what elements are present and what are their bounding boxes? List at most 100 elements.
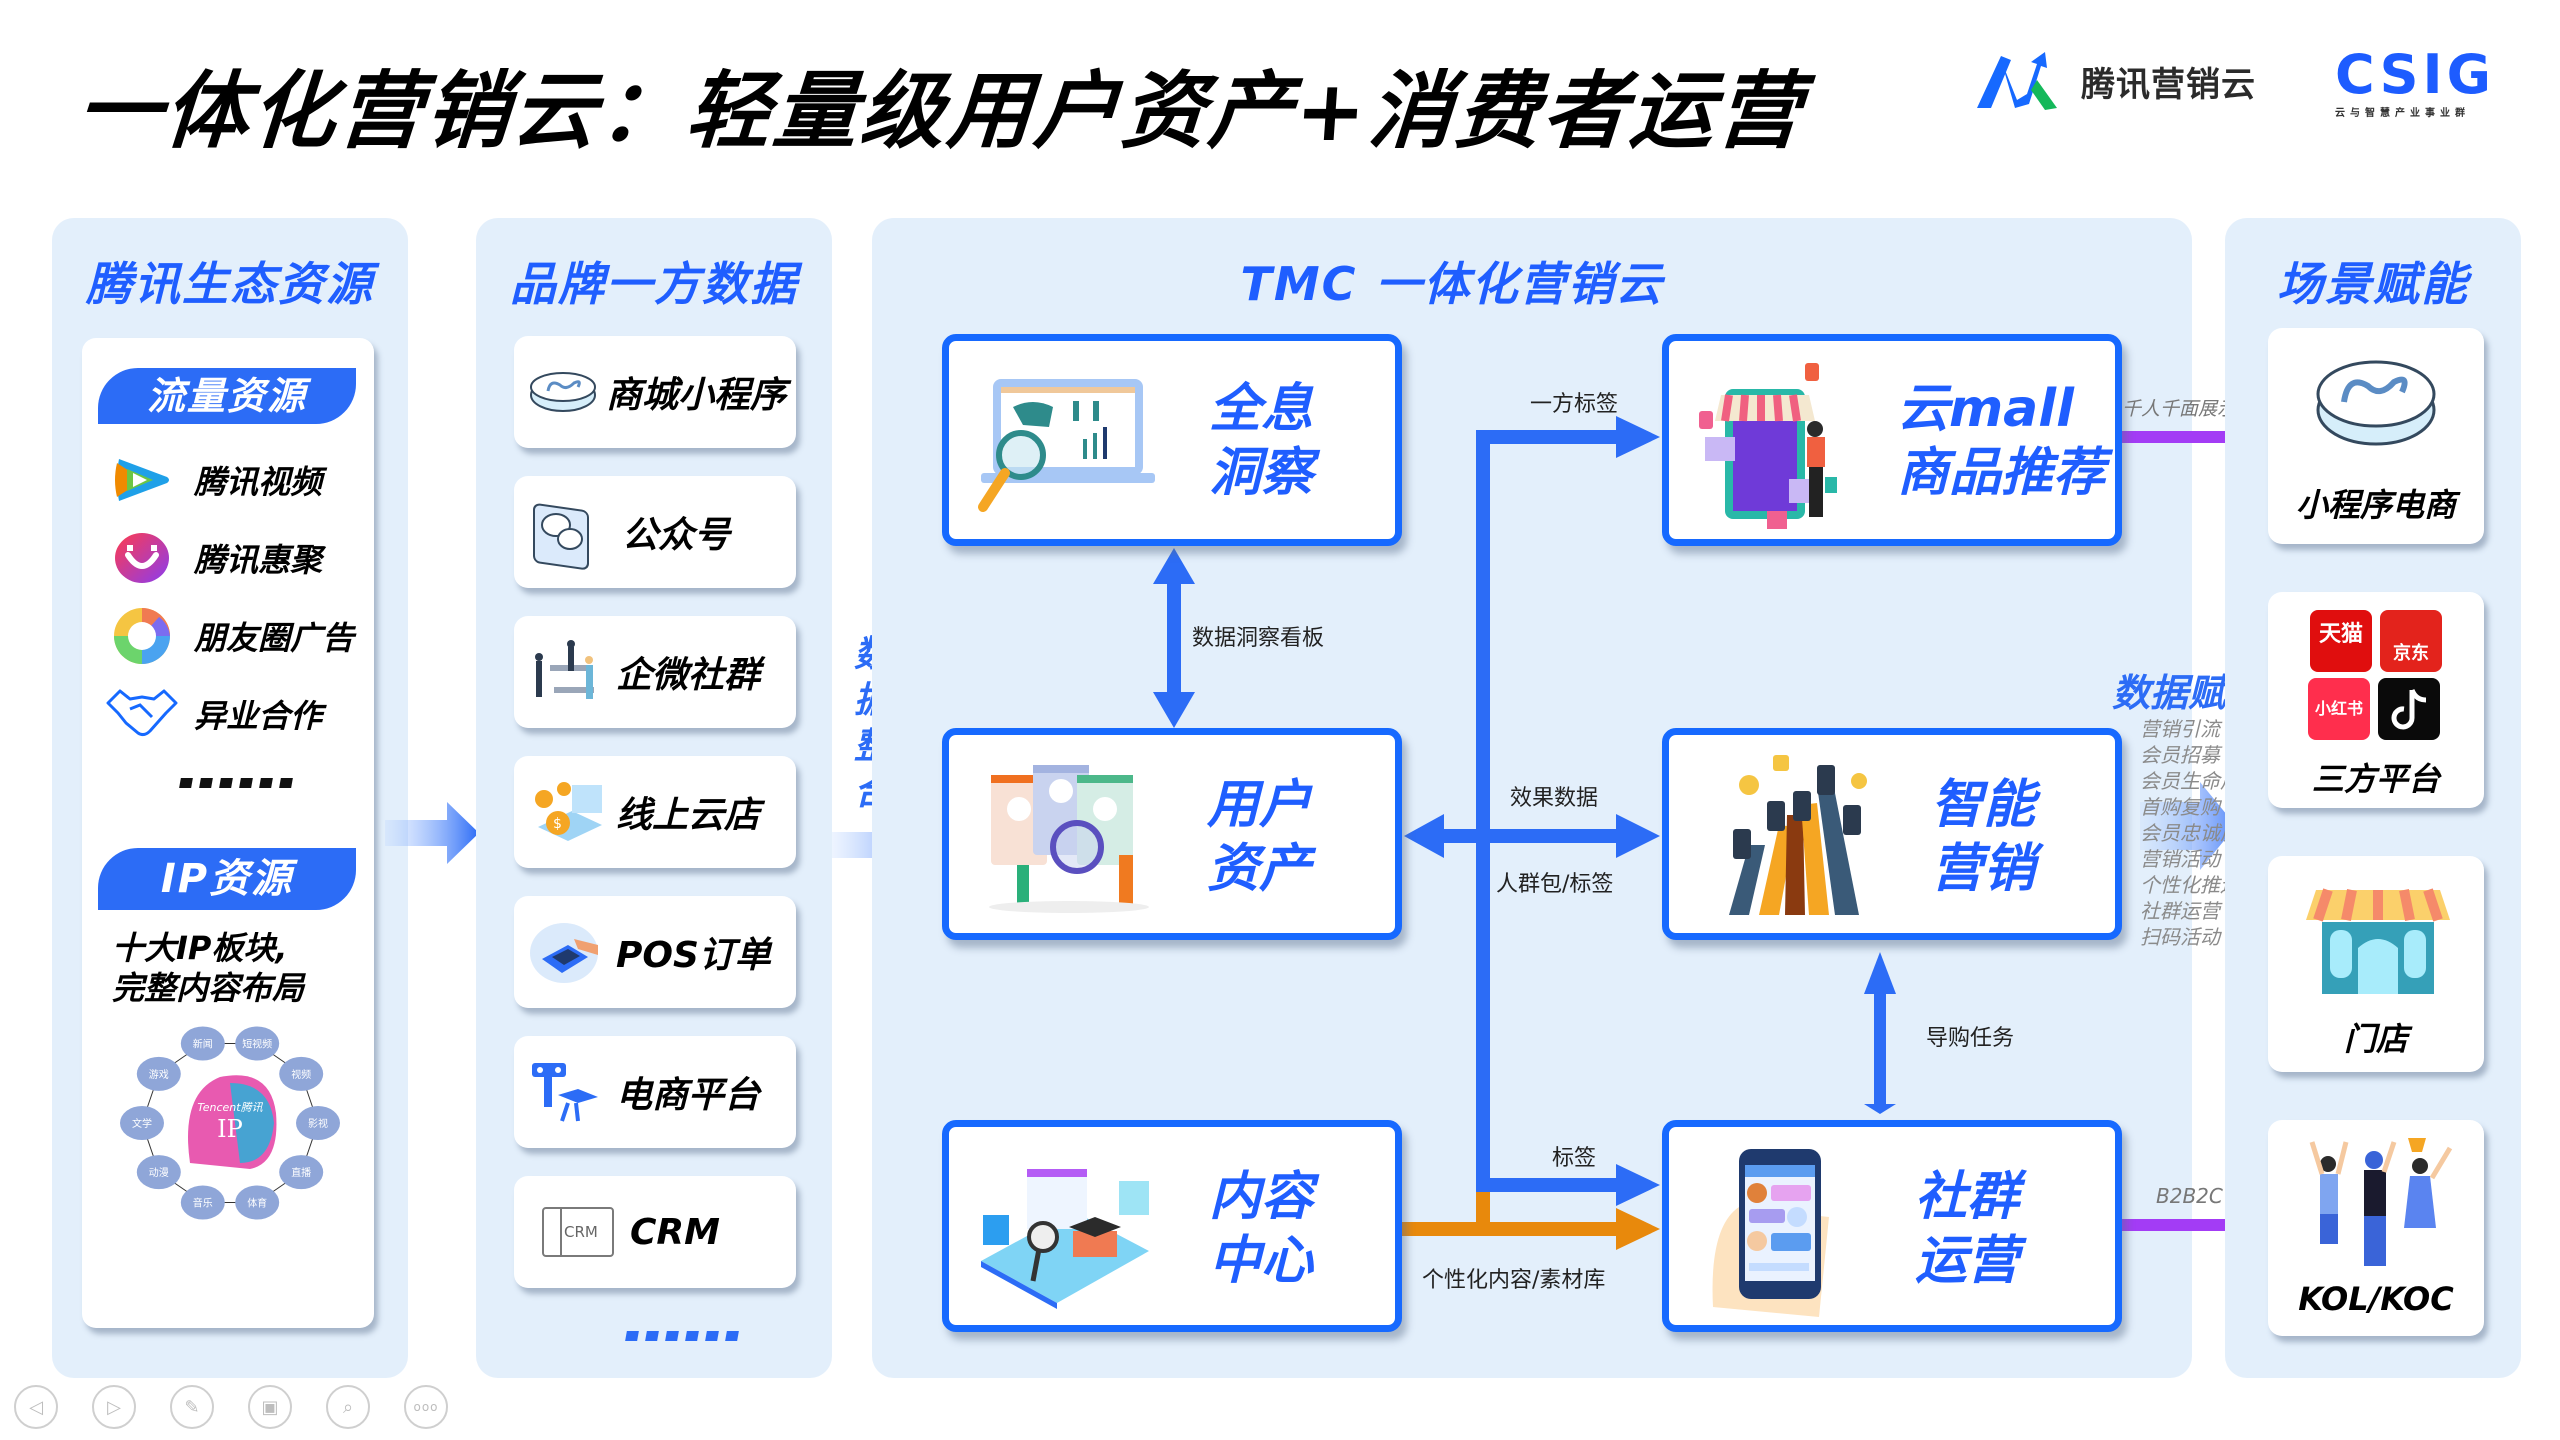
ip-node [180, 1026, 225, 1061]
module-label-line: 营销 [1931, 839, 2036, 899]
flow-trunk-line [1476, 430, 1490, 1192]
csig-logo-text: CSIG [2335, 43, 2495, 106]
scene-mini-program-ecommerce[interactable]: 小程序电商 [2268, 328, 2484, 544]
csig-logo: CSIG 云与智慧产业事业群 [2335, 43, 2525, 120]
tencent-marketing-cloud-logo: 腾讯营销云 [1975, 48, 2295, 114]
ip-node [180, 1185, 225, 1220]
traffic-item-cross-industry: 异业合作 [106, 684, 322, 744]
tmall-icon: 天猫 [2310, 610, 2372, 672]
module-community-ops[interactable]: 社群 运营 [1662, 1120, 2122, 1332]
ip-node [235, 1185, 280, 1220]
xiaohongshu-icon: 小红书 [2308, 678, 2370, 740]
ip-node-label: 体育 [247, 1197, 267, 1210]
scene-physical-store[interactable]: 门店 [2268, 856, 2484, 1072]
flow-label-b2b2c: B2B2C [2156, 1184, 2223, 1208]
brand-item-pos-orders: POS订单 [514, 896, 796, 1008]
ip-center-graphic-accent [230, 1083, 274, 1163]
ip-description: 十大IP板块, 完整内容布局 [112, 928, 304, 1008]
pos-terminal-icon [530, 923, 598, 983]
traffic-item-tencent-video: 腾讯视频 [112, 450, 322, 510]
data-enablement-item: 首购复购 [2140, 795, 2220, 819]
data-enablement-item: 个性化推送 [2140, 873, 2240, 897]
ip-description-line2: 完整内容布局 [112, 969, 305, 1007]
brand-data-panel-title: 品牌一方数据 [510, 257, 798, 311]
traffic-item-tencent-huiju: 腾讯惠聚 [112, 528, 322, 588]
module-smart-marketing-label: 智能 营销 [1931, 773, 2035, 901]
flow-insight-board-arrowhead-up [1153, 548, 1195, 584]
module-label-line: 商品推荐 [1897, 443, 2106, 503]
module-label-line: 内容 [1209, 1167, 1314, 1227]
brand-item-online-store: $ 线上云店 [514, 756, 796, 868]
ip-node [120, 1106, 164, 1140]
ip-node [136, 1056, 181, 1091]
online-store-icon: $ [535, 782, 602, 841]
module-cloud-mall[interactable]: 云mall 商品推荐 [1662, 334, 2122, 546]
ip-center-brand: Tencent腾讯 [197, 1101, 263, 1114]
flow-label-first-party-tags: 一方标签 [1530, 392, 1619, 417]
traffic-item-moments-ad: 朋友圈广告 [112, 606, 354, 666]
ip-node-label: 新闻 [193, 1037, 213, 1050]
ip-node-label: 影视 [308, 1117, 328, 1130]
traffic-item-label: 腾讯惠聚 [194, 541, 323, 579]
next-slide-button[interactable]: ▷ [92, 1385, 136, 1429]
flow-insight-board-arrowhead-down [1153, 692, 1195, 728]
flow-label-personalized-content: 个性化内容/素材库 [1422, 1268, 1606, 1293]
scene-label: 小程序电商 [2295, 486, 2456, 524]
flow-label-effect-data: 效果数据 [1510, 786, 1599, 811]
brand-item-label: 商城小程序 [606, 375, 787, 416]
more-options-button[interactable]: ooo [404, 1385, 448, 1429]
data-enablement-arrow [2140, 782, 2236, 870]
scene-third-party-platforms[interactable]: 天猫 京东 小红书 三方平台 [2268, 592, 2484, 808]
flow-label-audience-tags: 人群包/标签 [1496, 872, 1614, 897]
pen-tool-button[interactable]: ✎ [170, 1385, 214, 1429]
storefront-icon [2306, 888, 2450, 994]
module-label-line: 资产 [1207, 839, 1312, 899]
flow-tags-arrowhead [1616, 1164, 1660, 1206]
ecosystem-to-brand-arrow [385, 802, 479, 864]
community-chatbot-phone-illustration [1712, 1149, 1829, 1317]
tencent-huiju-icon [112, 528, 172, 588]
zoom-button[interactable]: ⌕ [326, 1385, 370, 1429]
ip-center-label: IP [217, 1115, 243, 1143]
brand-item-label: 公众号 [622, 515, 731, 556]
ecosystem-card: 流量资源 腾讯视频 腾讯惠聚 [82, 338, 374, 1328]
ip-node-label: 短视频 [242, 1037, 272, 1050]
tencent-video-icon [112, 450, 172, 510]
prev-slide-button[interactable]: ◁ [14, 1385, 58, 1429]
scene-kol-koc[interactable]: KOL/KOC [2268, 1120, 2484, 1336]
module-user-assets[interactable]: 用户 资产 [942, 728, 1402, 940]
tencent-marketing-logo-icon [1977, 52, 2057, 110]
module-smart-marketing[interactable]: 智能 营销 [1662, 728, 2122, 940]
data-enablement-list: 营销引流 会员招募 会员生命周期管理 首购复购 会员忠诚度管理 营销活动 个性化… [2140, 716, 2300, 950]
brand-item-label: 企微社群 [616, 655, 761, 696]
user-profiles-illustration [989, 765, 1149, 913]
slide-overview-button[interactable]: ▣ [248, 1385, 292, 1429]
jd-icon: 京东 [2380, 610, 2442, 672]
scene-label: 门店 [2343, 1020, 2408, 1058]
flow-effect-data-arrowhead-left [1404, 814, 1444, 858]
smart-marketing-phones-illustration [1729, 755, 1867, 915]
svg-text:$: $ [553, 816, 562, 832]
scenes-panel-title: 场景赋能 [2277, 257, 2469, 311]
crm-icon-text: CRM [564, 1223, 598, 1241]
flow-first-party-tags-arrowhead [1616, 416, 1660, 458]
douyin-icon [2378, 678, 2440, 740]
flow-guide-tasks-line [1874, 990, 1886, 1108]
traffic-item-label: 腾讯视频 [194, 463, 323, 501]
data-enablement-item: 营销引流 [2140, 717, 2220, 741]
module-label-line: 智能 [1931, 775, 2036, 835]
brand-item-label: POS订单 [616, 935, 771, 976]
ecommerce-platform-icon [532, 1063, 598, 1122]
ip-node-label: 视频 [291, 1068, 311, 1081]
flow-tags-line [1476, 1178, 1620, 1192]
tencent-marketing-logo-text: 腾讯营销云 [2081, 64, 2256, 105]
flow-first-party-tags-line [1476, 430, 1620, 444]
module-label-line: 云mall [1897, 379, 2074, 439]
flow-guide-tasks-arrowhead-down [1864, 1104, 1896, 1114]
scene-label: 三方平台 [2311, 760, 2440, 798]
module-content-center[interactable]: 内容 中心 [942, 1120, 1402, 1332]
brand-item-mall-mini-program: 商城小程序 [514, 336, 796, 448]
module-holistic-insight[interactable]: 全息 洞察 [942, 334, 1402, 546]
cloud-mall-storefront-illustration [1699, 363, 1837, 529]
